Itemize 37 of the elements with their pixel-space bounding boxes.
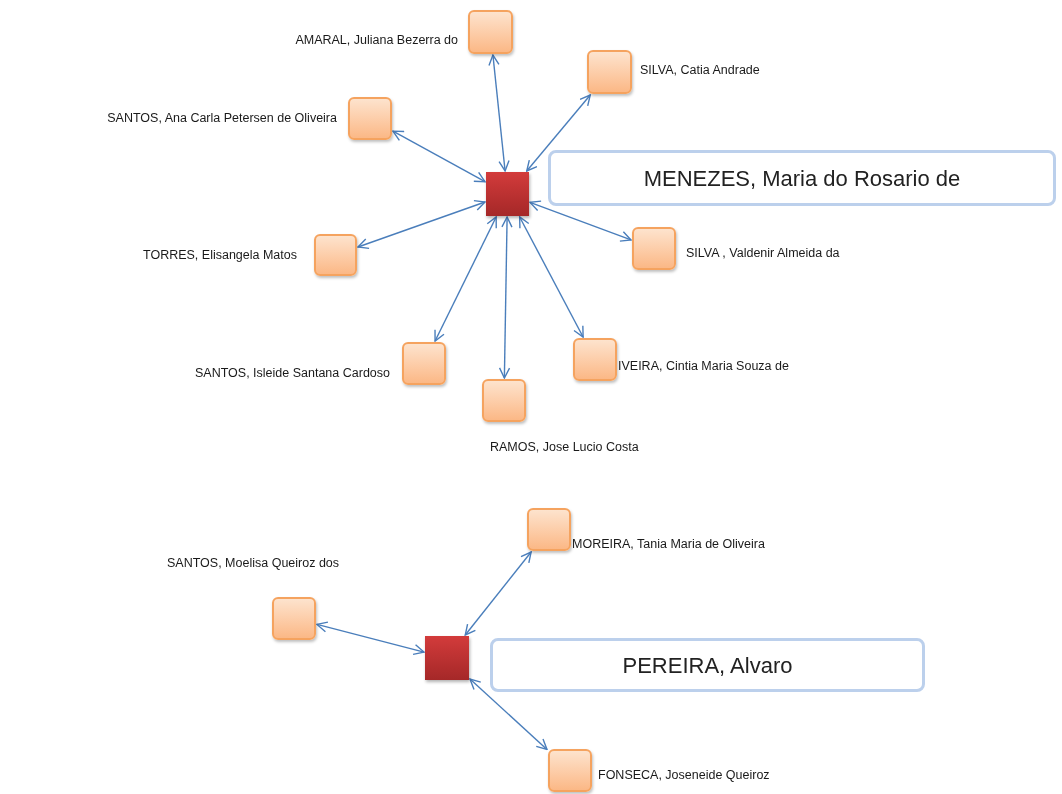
double-arrow (392, 130, 486, 183)
double-arrow (316, 621, 425, 656)
person-name-label: SILVA, Catia Andrade (640, 62, 760, 79)
hub-square (425, 636, 469, 680)
hub-square (486, 172, 529, 216)
person-name-label: RAMOS, Jose Lucio Costa (490, 439, 639, 456)
node-square (468, 10, 513, 54)
node-square (527, 508, 571, 551)
node-square (272, 597, 316, 640)
person-name-label: AMARAL, Juliana Bezerra do (295, 32, 458, 49)
node-square (482, 379, 526, 422)
double-arrow (357, 199, 486, 250)
person-name-label: SANTOS, Isleide Santana Cardoso (195, 365, 390, 382)
node-square (587, 50, 632, 94)
double-arrow (488, 54, 510, 172)
person-name-label: SANTOS, Ana Carla Petersen de Oliveira (107, 110, 337, 127)
node-square (402, 342, 446, 385)
name-box: MENEZES, Maria do Rosario de (548, 150, 1056, 206)
node-square (314, 234, 357, 276)
person-name-label: MOREIRA, Tania Maria de Oliveira (572, 536, 765, 553)
name-box: PEREIRA, Alvaro (490, 638, 925, 692)
node-square (573, 338, 617, 381)
double-arrow (526, 94, 591, 172)
double-arrow (498, 216, 513, 379)
person-name-label: SILVA , Valdenir Almeida da (686, 245, 840, 262)
person-name-label: TORRES, Elisangela Matos (143, 247, 297, 264)
double-arrow (518, 216, 584, 338)
person-name-label: IVEIRA, Cintia Maria Souza de (618, 358, 789, 375)
person-name-label: SANTOS, Moelisa Queiroz dos (167, 555, 340, 572)
double-arrow (529, 200, 632, 242)
person-name-label: FONSECA, Joseneide Queiroz (598, 767, 770, 784)
double-arrow (464, 551, 532, 636)
node-square (632, 227, 676, 270)
node-square (548, 749, 592, 792)
double-arrow (434, 216, 497, 342)
double-arrow (469, 678, 548, 751)
node-square (348, 97, 392, 140)
